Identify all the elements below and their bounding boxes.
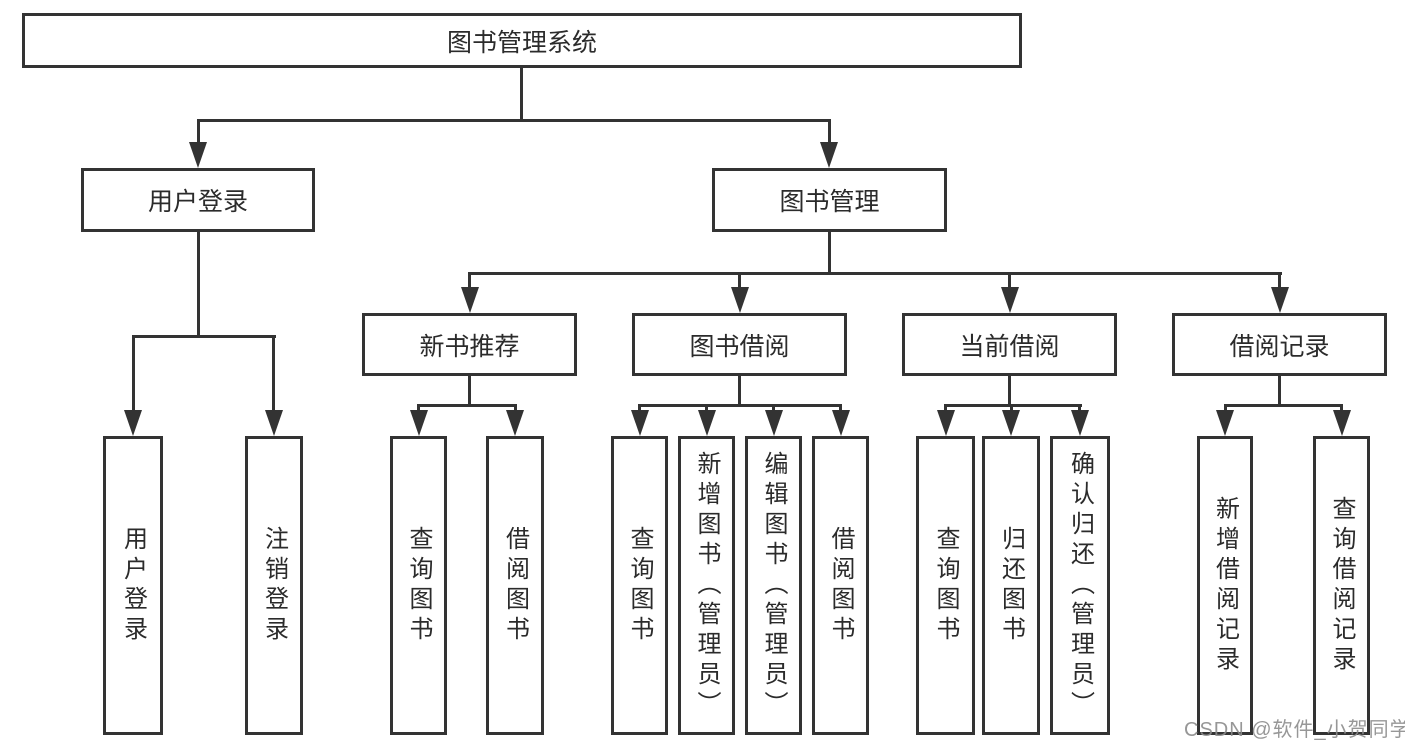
node-borrowing-records: 借阅记录 bbox=[1172, 313, 1387, 376]
connector-current-drop-3 bbox=[1078, 404, 1081, 412]
leaf-confirm-return-admin: 确认归还（管理员） bbox=[1050, 436, 1110, 735]
connector-borrowing-drop-1 bbox=[638, 404, 641, 412]
connector-borrowing-drop-4 bbox=[839, 404, 842, 412]
arrow-down-icon bbox=[765, 410, 783, 436]
arrow-down-icon bbox=[937, 410, 955, 436]
arrow-down-icon bbox=[189, 142, 207, 168]
node-user-login: 用户登录 bbox=[81, 168, 315, 232]
connector-root-drop-left bbox=[197, 119, 200, 145]
arrow-down-icon bbox=[731, 287, 749, 313]
connector-userlogin-drop-right bbox=[272, 335, 275, 412]
leaf-query-books-current: 查询图书 bbox=[916, 436, 975, 735]
arrow-down-icon bbox=[410, 410, 428, 436]
connector-bookmgmt-rail bbox=[468, 272, 1282, 275]
connector-userlogin-drop-left bbox=[132, 335, 135, 412]
arrow-down-icon bbox=[1271, 287, 1289, 313]
connector-bookmgmt-drop-2 bbox=[738, 272, 741, 289]
connector-records-stem bbox=[1278, 376, 1281, 406]
connector-borrowing-stem bbox=[738, 376, 741, 406]
connector-borrowing-drop-2 bbox=[705, 404, 708, 412]
connector-current-rail bbox=[944, 404, 1082, 407]
leaf-query-books-borrowing: 查询图书 bbox=[611, 436, 668, 735]
node-library-system: 图书管理系统 bbox=[22, 13, 1022, 68]
leaf-borrow-books: 借阅图书 bbox=[812, 436, 869, 735]
leaf-query-books-recommend: 查询图书 bbox=[390, 436, 447, 735]
arrow-down-icon bbox=[1071, 410, 1089, 436]
connector-bookmgmt-drop-3 bbox=[1008, 272, 1011, 289]
arrow-down-icon bbox=[124, 410, 142, 436]
connector-current-drop-2 bbox=[1010, 404, 1013, 412]
connector-newbook-drop-1 bbox=[417, 404, 420, 412]
connector-current-drop-1 bbox=[944, 404, 947, 412]
node-new-book-recommend: 新书推荐 bbox=[362, 313, 577, 376]
arrow-down-icon bbox=[461, 287, 479, 313]
connector-root-rail bbox=[197, 119, 831, 122]
leaf-add-books-admin: 新增图书（管理员） bbox=[678, 436, 735, 735]
arrow-down-icon bbox=[265, 410, 283, 436]
connector-newbook-stem bbox=[468, 376, 471, 406]
connector-newbook-rail bbox=[417, 404, 517, 407]
leaf-user-login: 用户登录 bbox=[103, 436, 163, 735]
leaf-return-books: 归还图书 bbox=[982, 436, 1040, 735]
arrow-down-icon bbox=[1002, 410, 1020, 436]
connector-records-rail bbox=[1224, 404, 1343, 407]
connector-records-drop-2 bbox=[1340, 404, 1343, 412]
leaf-logout: 注销登录 bbox=[245, 436, 303, 735]
leaf-add-borrow-record: 新增借阅记录 bbox=[1197, 436, 1253, 735]
arrow-down-icon bbox=[1001, 287, 1019, 313]
connector-borrowing-drop-3 bbox=[772, 404, 775, 412]
connector-root-drop-right bbox=[828, 119, 831, 145]
csdn-watermark: CSDN @软件_小贺同学 bbox=[1184, 719, 1405, 741]
arrow-down-icon bbox=[820, 142, 838, 168]
node-book-management: 图书管理 bbox=[712, 168, 947, 232]
arrow-down-icon bbox=[698, 410, 716, 436]
connector-bookmgmt-stem bbox=[828, 232, 831, 274]
arrow-down-icon bbox=[1216, 410, 1234, 436]
connector-newbook-drop-2 bbox=[514, 404, 517, 412]
connector-current-stem bbox=[1008, 376, 1011, 406]
connector-root-stem bbox=[520, 68, 523, 120]
connector-borrowing-rail bbox=[638, 404, 842, 407]
leaf-borrow-books-recommend: 借阅图书 bbox=[486, 436, 544, 735]
leaf-edit-books-admin: 编辑图书（管理员） bbox=[745, 436, 802, 735]
arrow-down-icon bbox=[1333, 410, 1351, 436]
arrow-down-icon bbox=[832, 410, 850, 436]
connector-userlogin-stem bbox=[197, 232, 200, 337]
connector-userlogin-rail bbox=[132, 335, 276, 338]
arrow-down-icon bbox=[631, 410, 649, 436]
connector-bookmgmt-drop-1 bbox=[468, 272, 471, 289]
node-current-borrowing: 当前借阅 bbox=[902, 313, 1117, 376]
leaf-query-borrow-record: 查询借阅记录 bbox=[1313, 436, 1370, 735]
connector-records-drop-1 bbox=[1224, 404, 1227, 412]
node-book-borrowing: 图书借阅 bbox=[632, 313, 847, 376]
connector-bookmgmt-drop-4 bbox=[1278, 272, 1281, 289]
arrow-down-icon bbox=[506, 410, 524, 436]
